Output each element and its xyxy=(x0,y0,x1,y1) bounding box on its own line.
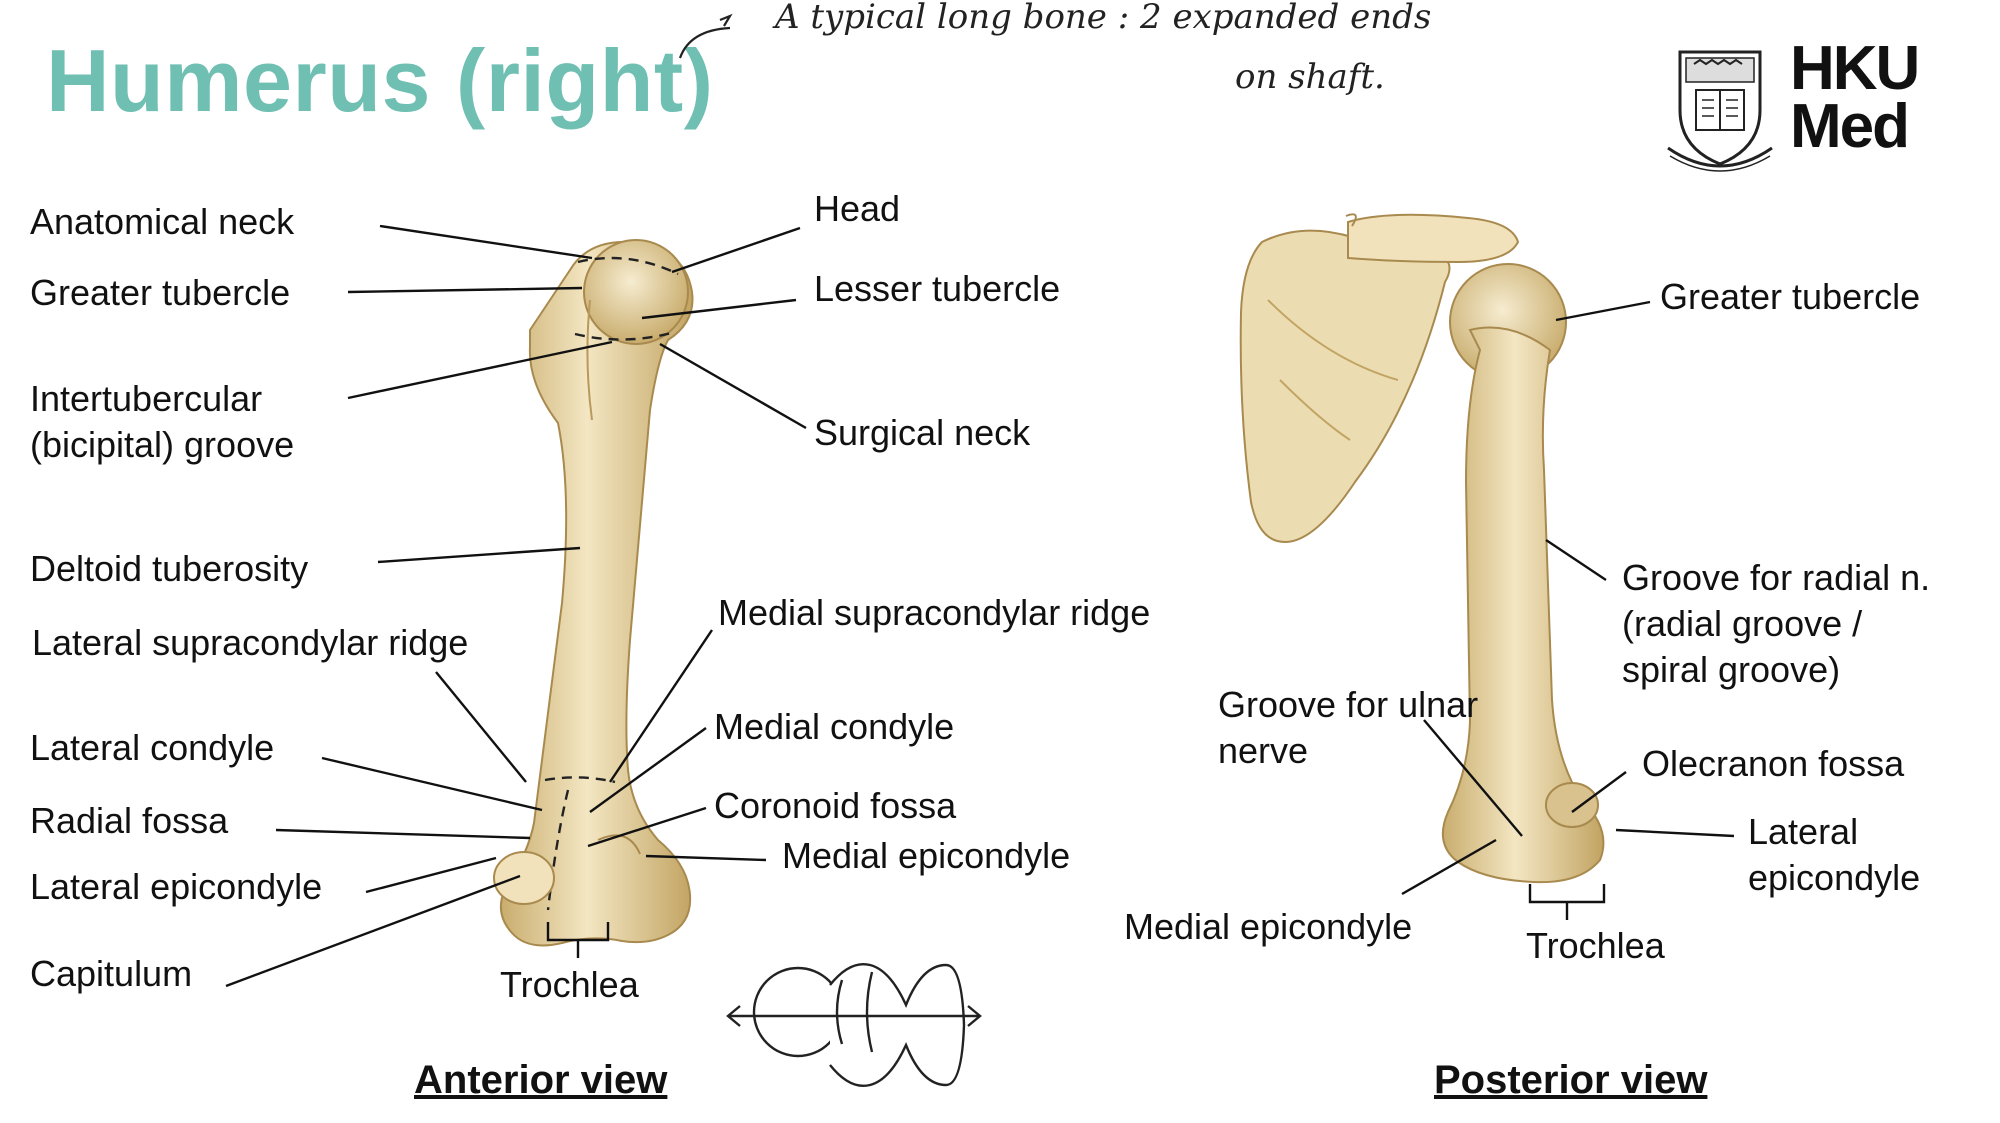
label-olecranon-fossa: Olecranon fossa xyxy=(1642,743,1905,784)
anterior-view-label: Anterior view xyxy=(414,1058,668,1102)
label-coronoid-fossa: Coronoid fossa xyxy=(714,785,957,826)
anterior-leader-lines xyxy=(225,224,807,988)
label-surgical-neck: Surgical neck xyxy=(814,412,1031,453)
label-trochlea-posterior: Trochlea xyxy=(1526,925,1665,966)
logo-line-2: Med xyxy=(1790,92,1910,161)
label-lateral-epicondyle-anterior: Lateral epicondyle xyxy=(30,866,323,907)
handwritten-note xyxy=(678,13,733,59)
label-ulnar-groove-line2: nerve xyxy=(1218,730,1309,771)
label-ulnar-groove-line1: Groove for ulnar xyxy=(1218,684,1479,725)
joint-rotation-sketch xyxy=(726,963,982,1087)
anterior-humerus-drawing xyxy=(493,239,694,947)
label-lateral-condyle: Lateral condyle xyxy=(30,727,275,768)
label-deltoid-tuberosity: Deltoid tuberosity xyxy=(30,548,309,589)
label-intertubercular-groove-line1: Intertubercular xyxy=(30,378,263,419)
label-medial-epicondyle-posterior: Medial epicondyle xyxy=(1124,906,1413,947)
label-lateral-epicondyle-posterior-line1: Lateral xyxy=(1748,811,1859,852)
label-greater-tubercle-anterior: Greater tubercle xyxy=(30,272,291,313)
label-radial-fossa: Radial fossa xyxy=(30,800,229,841)
label-lateral-epicondyle-posterior-line2: epicondyle xyxy=(1748,857,1921,898)
label-anatomical-neck: Anatomical neck xyxy=(30,201,295,242)
label-intertubercular-groove-line2: (bicipital) groove xyxy=(30,424,295,465)
posterior-humerus-drawing xyxy=(1239,213,1605,884)
label-lesser-tubercle: Lesser tubercle xyxy=(814,268,1061,309)
label-trochlea-anterior: Trochlea xyxy=(500,964,639,1005)
label-medial-epicondyle-anterior: Medial epicondyle xyxy=(782,835,1071,876)
hku-med-logo: HKU Med xyxy=(1790,34,1920,161)
label-radial-groove-line2: (radial groove / xyxy=(1622,603,1863,644)
label-capitulum: Capitulum xyxy=(30,953,193,994)
slide-title: Humerus (right) xyxy=(46,31,714,130)
label-radial-groove-line3: spiral groove) xyxy=(1622,649,1841,690)
label-radial-groove-line1: Groove for radial n. xyxy=(1622,557,1931,598)
posterior-leader-lines xyxy=(1401,300,1735,920)
label-medial-supracondylar-ridge: Medial supracondylar ridge xyxy=(718,592,1151,633)
label-lateral-supracondylar-ridge: Lateral supracondylar ridge xyxy=(32,622,469,663)
label-medial-condyle: Medial condyle xyxy=(714,706,955,747)
label-head: Head xyxy=(814,188,901,229)
handwritten-note-line2: on shaft. xyxy=(1235,57,1385,97)
hku-crest-icon xyxy=(1667,50,1773,172)
logo-line-1: HKU xyxy=(1790,34,1920,103)
handwritten-note-line1: A typical long bone : 2 expanded ends xyxy=(772,0,1431,37)
label-greater-tubercle-posterior: Greater tubercle xyxy=(1660,276,1921,317)
posterior-view-label: Posterior view xyxy=(1434,1058,1708,1102)
